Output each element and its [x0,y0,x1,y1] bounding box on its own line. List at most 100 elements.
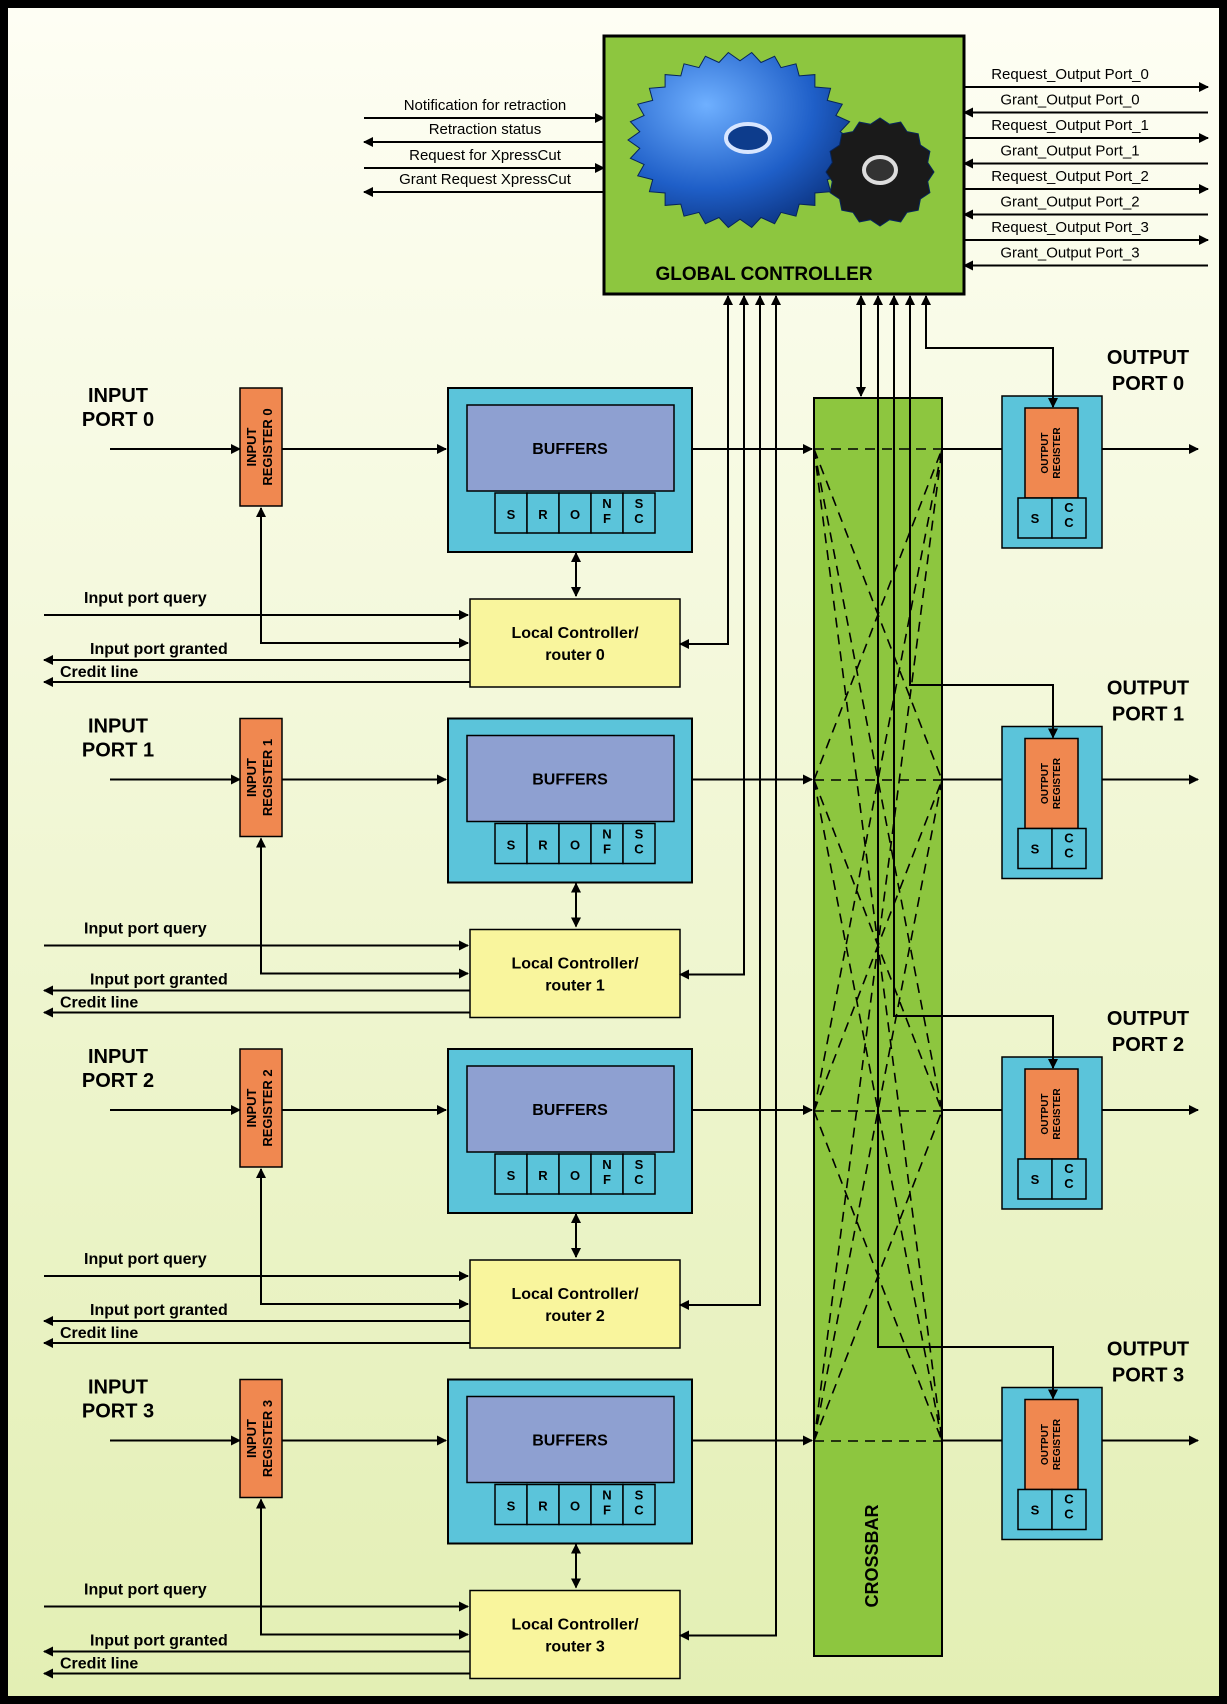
input-port-query-label: Input port query [84,1582,207,1599]
input-port-label: INPUT [88,1046,148,1068]
left-signal-label: Request for XpressCut [409,147,562,164]
buffer-flag-text: N [602,496,611,511]
output-port-label: PORT 0 [1112,373,1184,395]
input-port-label: PORT 0 [82,409,154,431]
output-port-label: OUTPUT [1107,347,1189,369]
left-signal-label: Retraction status [429,121,542,138]
buffer-flag-label: NF [602,1488,611,1518]
input-port-granted-label: Input port granted [90,1633,228,1650]
output-flag-text: C [1064,846,1074,861]
left-signal-label: Notification for retraction [404,97,567,114]
output-flag-text: C [1064,1507,1074,1522]
input-port-label: INPUT [88,1377,148,1399]
left-signal-label: Grant Request XpressCut [399,171,572,188]
input-port-granted-label: Input port granted [90,972,228,989]
input-port-granted-label: Input port granted [90,641,228,658]
buffer-flag-label: O [570,507,580,522]
input-register-label: INPUT [244,1419,259,1458]
buffer-flag-label: S [507,507,516,522]
buffers-label: BUFFERS [532,1102,608,1119]
credit-line-label: Credit line [60,1325,138,1342]
buffer-flag-text: S [635,1157,644,1172]
right-signal-label: Request_Output Port_3 [991,219,1149,236]
buffer-flag-label: R [538,1499,548,1514]
output-register-label: REGISTER [1052,427,1063,479]
buffers-label: BUFFERS [532,772,608,789]
gear-hole-icon [864,157,896,183]
buffer-flag-label: O [570,1168,580,1183]
buffer-flag-text: N [602,827,611,842]
output-port-label: OUTPUT [1107,1008,1189,1030]
buffer-flag-text: N [602,1157,611,1172]
buffer-flag-label: NF [602,1157,611,1187]
input-port-label: PORT 1 [82,740,154,762]
right-signal-label: Grant_Output Port_1 [1000,143,1139,160]
buffers-label: BUFFERS [532,441,608,458]
buffer-flag-label: S [507,838,516,853]
global-controller-title: GLOBAL CONTROLLER [655,264,872,285]
output-register-label: OUTPUT [1040,1093,1051,1134]
output-flag-label: S [1031,1172,1040,1187]
buffer-flag-text: F [603,842,611,857]
buffer-flag-label: R [538,838,548,853]
local-controller-label: Local Controller/ [511,1286,639,1303]
input-register-label: INPUT [244,427,259,466]
buffer-flag-label: O [570,1499,580,1514]
input-register-label: REGISTER 2 [260,1069,275,1146]
buffer-flag-text: S [635,827,644,842]
credit-line-label: Credit line [60,995,138,1012]
output-port-label: OUTPUT [1107,678,1189,700]
output-flag-text: C [1064,831,1074,846]
input-port-query-label: Input port query [84,921,207,938]
input-port-query-label: Input port query [84,590,207,607]
input-register-label: REGISTER 0 [260,408,275,485]
local-controller [470,1260,680,1348]
output-flag-text: C [1064,1492,1074,1507]
buffer-flag-label: NF [602,496,611,526]
buffer-flag-text: S [635,1488,644,1503]
buffer-flag-label: S [507,1499,516,1514]
input-port-label: PORT 3 [82,1401,154,1423]
output-flag-label: S [1031,511,1040,526]
output-port-label: PORT 3 [1112,1365,1184,1387]
local-controller-label: Local Controller/ [511,625,639,642]
output-register-label: OUTPUT [1040,763,1051,804]
local-controller-label: router 3 [545,1639,605,1656]
output-flag-label: S [1031,1503,1040,1518]
input-port-label: INPUT [88,716,148,738]
right-signal-label: Request_Output Port_2 [991,168,1149,185]
output-register-label: OUTPUT [1040,1424,1051,1465]
buffer-flag-label: SC [634,1488,644,1518]
local-controller [470,930,680,1018]
local-controller-label: router 0 [545,647,605,664]
local-controller [470,1591,680,1679]
right-signal-label: Grant_Output Port_2 [1000,194,1139,211]
input-port-label: INPUT [88,385,148,407]
output-flag-text: C [1064,1161,1074,1176]
local-controller-label: Local Controller/ [511,1617,639,1634]
buffer-flag-label: NF [602,827,611,857]
buffer-flag-text: F [603,1172,611,1187]
buffer-flag-label: O [570,838,580,853]
right-signal-label: Grant_Output Port_0 [1000,92,1139,109]
buffer-flag-text: S [635,496,644,511]
output-register-label: REGISTER [1052,1088,1063,1140]
input-port-granted-label: Input port granted [90,1302,228,1319]
buffer-flag-text: F [603,1503,611,1518]
buffer-flag-text: C [634,1503,644,1518]
buffer-flag-text: C [634,1172,644,1187]
output-port-label: PORT 2 [1112,1034,1184,1056]
buffer-flag-label: S [507,1168,516,1183]
output-register-label: REGISTER [1052,757,1063,809]
crossbar-label: CROSSBAR [862,1504,882,1607]
right-signal-label: Request_Output Port_1 [991,117,1149,134]
output-flag-text: C [1064,1176,1074,1191]
output-flag-label: S [1031,842,1040,857]
